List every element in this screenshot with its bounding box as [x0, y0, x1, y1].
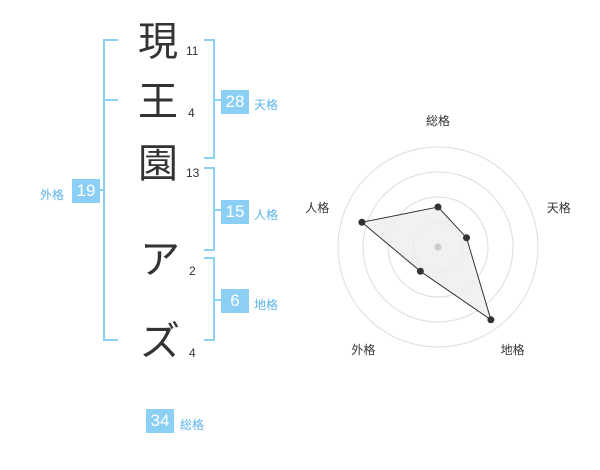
- radar-point-3: [416, 267, 424, 275]
- radar-ring: [337, 146, 539, 348]
- gaikaku-value-badge: 19: [72, 179, 100, 203]
- radar-axis-label-soukaku: 総格: [426, 113, 451, 128]
- radar-point-1: [463, 234, 471, 242]
- radar-polygon: [360, 206, 492, 322]
- name-char-5: ズ: [140, 319, 180, 365]
- radar-point-4: [358, 218, 366, 226]
- stroke-count-1: 11: [186, 44, 199, 58]
- jinkaku-label: 人格: [254, 208, 279, 222]
- chikaku-value-badge: 6: [221, 289, 249, 313]
- radar-point-0: [434, 203, 442, 211]
- chikaku-label: 地格: [254, 298, 279, 312]
- radar-axis-label-gaikaku: 外格: [351, 343, 376, 358]
- radar-axis-label-tenkaku: 天格: [546, 201, 571, 216]
- name-char-1: 現: [138, 19, 178, 65]
- stroke-count-3: 13: [186, 166, 200, 180]
- gaikaku-label: 外格: [40, 188, 65, 202]
- soukaku-label: 総格: [180, 418, 205, 432]
- stroke-count-4: 2: [189, 264, 196, 278]
- tenkaku-label: 天格: [254, 98, 279, 112]
- name-char-2: 王: [138, 79, 178, 125]
- radar-points: [358, 203, 495, 324]
- stroke-count-2: 4: [188, 106, 195, 120]
- radar-ring: [362, 171, 514, 323]
- radar-ring: [387, 196, 489, 298]
- jinkaku-value-badge: 15: [221, 200, 249, 224]
- soukaku-value-badge: 34: [146, 409, 174, 433]
- radar-point-2: [487, 316, 495, 324]
- radar-center-dot: [434, 243, 442, 251]
- radar-axis-label-jinkaku: 人格: [305, 201, 330, 216]
- radar-axis-label-chikaku: 地格: [500, 343, 525, 358]
- name-char-4: ア: [140, 237, 180, 283]
- tenkaku-value-badge: 28: [221, 90, 249, 114]
- stroke-count-5: 4: [189, 346, 196, 360]
- name-char-3: 園: [138, 141, 178, 187]
